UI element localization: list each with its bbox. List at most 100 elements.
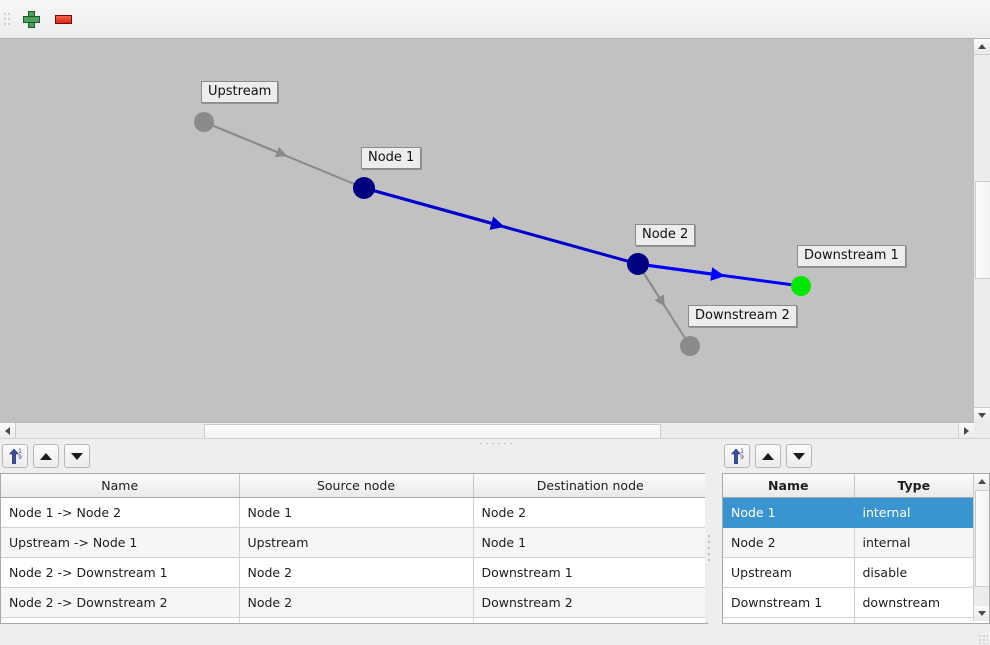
arrow-up-icon (731, 448, 741, 464)
cell-source-node[interactable]: Node 1 (239, 497, 474, 528)
triangle-down-icon (977, 611, 986, 616)
cell-name[interactable]: Node 2 -> Downstream 2 (1, 587, 240, 618)
add-button[interactable] (16, 5, 46, 33)
links-table-container[interactable]: Name Source node Destination node Node 1… (0, 473, 708, 624)
cell-name[interactable]: Node 1 -> Node 2 (1, 497, 240, 528)
edge-node1-node2-arrow (363, 186, 505, 230)
cell-destination-node[interactable]: Node 2 (473, 497, 707, 528)
cell-destination-node[interactable]: Downstream 1 (473, 557, 707, 588)
column-header-name[interactable]: Name (1, 474, 240, 498)
table-row[interactable]: Node 2 -> Downstream 1 Node 2 Downstream… (1, 557, 707, 588)
sort-digit-bottom: 9 (18, 453, 22, 461)
sort-ascending-icon: 1 9 (730, 448, 744, 464)
cell-type[interactable]: disable (854, 557, 973, 588)
cell-name[interactable]: Node 2 (723, 527, 855, 558)
grip-dots (3, 23, 10, 25)
links-toolbar: 1 9 (2, 444, 90, 470)
triangle-down-icon (978, 413, 986, 418)
links-move-down-button[interactable] (64, 444, 90, 468)
column-header-destination-node[interactable]: Destination node (473, 474, 707, 498)
triangle-right-icon (964, 427, 969, 435)
table-row[interactable]: Upstream disable (723, 557, 973, 588)
triangle-left-icon (5, 427, 10, 435)
graph-label-node1[interactable]: Node 1 (361, 147, 422, 169)
toolbar (0, 0, 990, 39)
graph-label-downstream2[interactable]: Downstream 2 (688, 305, 797, 327)
cell-type[interactable]: downstream (854, 587, 973, 618)
graph-nodes (194, 112, 811, 356)
table-row[interactable]: Node 1 -> Node 2 Node 1 Node 2 (1, 497, 707, 528)
nodes-table: Name Type Node 1 internal Node 2 interna… (723, 474, 973, 623)
scroll-down-button[interactable] (974, 407, 990, 423)
graph-node-node2 (627, 253, 649, 275)
links-move-up-button[interactable] (33, 444, 59, 468)
graph-node-node1 (353, 177, 375, 199)
triangle-up-icon (977, 479, 986, 484)
nodes-move-down-button[interactable] (786, 444, 812, 468)
graph-horizontal-scrollbar[interactable] (0, 422, 974, 440)
vertical-scroll-thumb[interactable] (975, 181, 990, 279)
column-header-type[interactable]: Type (854, 474, 973, 498)
cell-name[interactable]: Upstream (723, 557, 855, 588)
cell-name[interactable]: Downstream 1 (723, 587, 855, 618)
graph-label-downstream1[interactable]: Downstream 1 (797, 245, 906, 267)
grip-dots (3, 13, 10, 15)
cell-destination-node[interactable]: Downstream 2 (473, 587, 707, 618)
sort-digit-top: 1 (18, 447, 22, 455)
table-row[interactable]: Node 2 internal (723, 527, 973, 558)
edge-upstream-node1-arrow (203, 121, 288, 158)
remove-button[interactable] (48, 5, 78, 33)
cell-name[interactable]: Node 2 -> Downstream 1 (1, 557, 240, 588)
splitter-grip (707, 532, 710, 563)
cell-source-node[interactable]: Node 2 (239, 587, 474, 618)
scroll-up-button[interactable] (974, 474, 989, 489)
table-row[interactable]: Downstream 1 downstream (723, 587, 973, 618)
graph-node-upstream (194, 112, 214, 132)
minus-icon (54, 14, 72, 24)
nodes-toolbar: 1 9 (724, 444, 812, 470)
table-row[interactable]: Upstream -> Node 1 Upstream Node 1 (1, 527, 707, 558)
vertical-splitter[interactable] (705, 473, 712, 622)
column-header-name[interactable]: Name (723, 474, 855, 498)
bottom-area: 1 9 Name (0, 444, 990, 645)
table-row[interactable]: Node 2 -> Downstream 2 Node 2 Downstream… (1, 587, 707, 618)
scroll-up-button[interactable] (974, 39, 990, 55)
nodes-move-up-button[interactable] (755, 444, 781, 468)
triangle-up-icon (762, 452, 774, 460)
cell-name[interactable]: Node 1 (723, 497, 855, 528)
graph-node-downstream1 (791, 276, 811, 296)
scroll-right-button[interactable] (958, 423, 974, 439)
edge-node2-downstream1-arrow (637, 262, 725, 281)
column-header-source-node[interactable]: Source node (239, 474, 474, 498)
table-row-selected[interactable]: Node 1 internal (723, 497, 973, 528)
scroll-left-button[interactable] (0, 423, 16, 439)
resize-grip[interactable] (978, 634, 988, 644)
cell-source-node[interactable]: Upstream (239, 527, 474, 558)
cell-name[interactable]: Upstream -> Node 1 (1, 527, 240, 558)
cell-source-node[interactable]: Node 2 (239, 557, 474, 588)
grip-dots (3, 18, 10, 20)
cell-destination-node[interactable]: Node 1 (473, 527, 707, 558)
sort-digits: 1 9 (18, 447, 22, 461)
vertical-scroll-thumb[interactable] (975, 490, 989, 587)
nodes-sort-button[interactable]: 1 9 (724, 444, 750, 468)
graph-label-upstream[interactable]: Upstream (201, 81, 279, 103)
cell-type[interactable]: internal (854, 497, 973, 528)
triangle-up-icon (40, 452, 52, 460)
graph-label-node2[interactable]: Node 2 (635, 224, 696, 246)
table-empty-row (723, 617, 973, 623)
graph-panel[interactable]: Upstream Node 1 Node 2 Downstream 1 Down… (0, 38, 990, 440)
scroll-down-button[interactable] (974, 606, 989, 621)
links-sort-button[interactable]: 1 9 (2, 444, 28, 468)
toolbar-drag-handle[interactable] (3, 8, 14, 30)
graph-vertical-scrollbar[interactable] (973, 39, 990, 423)
graph-canvas[interactable]: Upstream Node 1 Node 2 Downstream 1 Down… (0, 39, 974, 423)
graph-node-downstream2 (680, 336, 700, 356)
sort-digit-bottom: 9 (740, 453, 744, 461)
scrollbar-corner (974, 423, 990, 439)
nodes-table-container[interactable]: Name Type Node 1 internal Node 2 interna… (722, 473, 990, 624)
cell-type[interactable]: internal (854, 527, 973, 558)
sort-digits: 1 9 (740, 448, 744, 461)
nodes-table-scrollbar[interactable] (973, 474, 989, 621)
